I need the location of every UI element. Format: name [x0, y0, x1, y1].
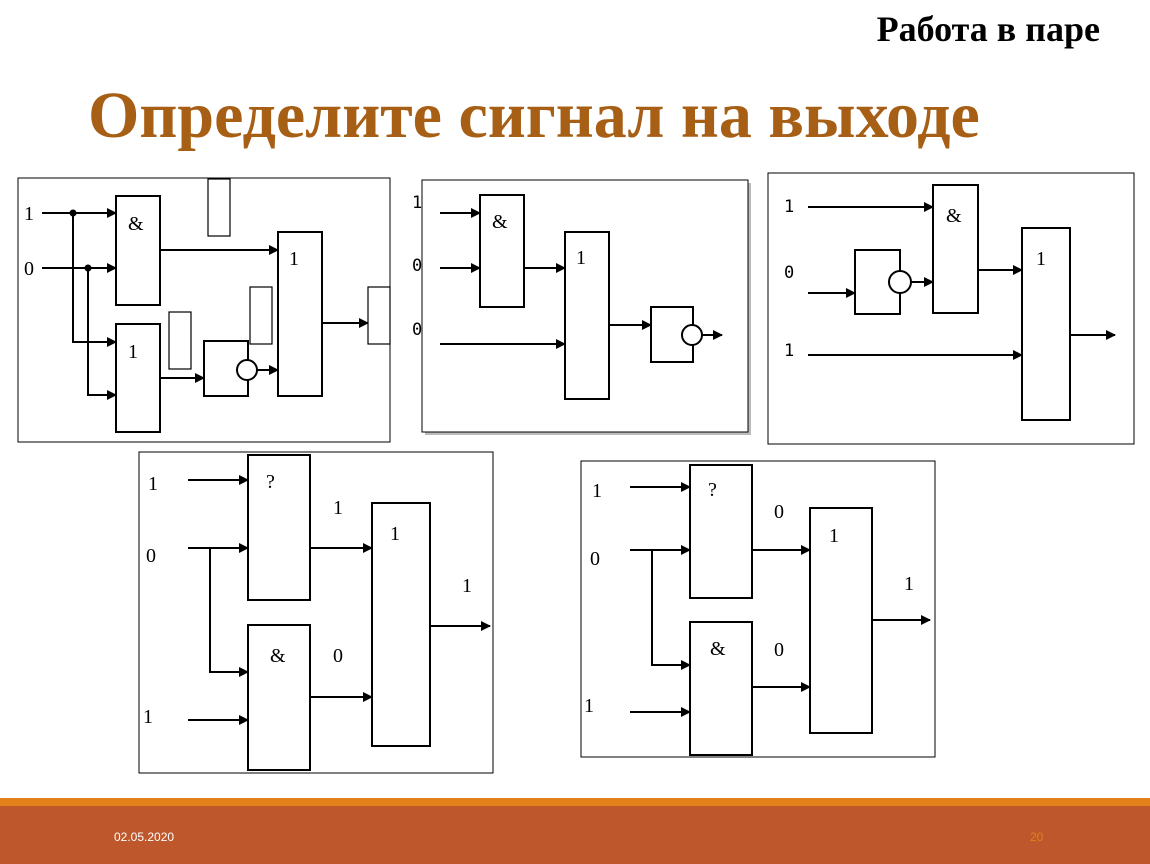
or-gate	[564, 231, 610, 400]
diagram-1: 1 0 & 1 1	[17, 177, 391, 443]
signal-label: 1	[462, 575, 472, 597]
signal-label: 1	[333, 497, 343, 519]
answer-box[interactable]	[207, 178, 231, 237]
signal-label: 1	[904, 573, 914, 595]
answer-box[interactable]	[168, 311, 192, 370]
gate-label: &	[128, 213, 144, 235]
signal-label: 0	[774, 639, 784, 661]
signal-label: 0	[333, 645, 343, 667]
page-number: 20	[1030, 830, 1044, 844]
signal-label: 0	[774, 501, 784, 523]
input-label: 1	[143, 706, 153, 728]
footer: 02.05.2020 20	[0, 806, 1150, 864]
gate-label: &	[270, 645, 286, 667]
input-label: 0	[412, 256, 422, 276]
or-gate	[809, 507, 873, 734]
gate-label: 1	[289, 248, 299, 270]
input-label: 0	[146, 545, 156, 567]
diagram-3: 1 0 1 & 1	[767, 172, 1135, 445]
and-gate	[479, 194, 525, 308]
input-label: 0	[784, 263, 794, 283]
input-label: 1	[24, 203, 34, 225]
gate-label: 1	[1036, 248, 1046, 270]
or-gate	[371, 502, 431, 747]
or-gate	[1021, 227, 1071, 421]
and-gate	[689, 621, 753, 756]
diagram-2: 1 0 0 & 1	[412, 179, 751, 435]
gate-label: 1	[829, 525, 839, 547]
gate-label: 1	[576, 247, 586, 269]
input-label: 0	[412, 320, 422, 340]
input-label: 1	[784, 341, 794, 361]
gate-label: 1	[128, 341, 138, 363]
input-label: 0	[590, 548, 600, 570]
answer-box[interactable]	[367, 286, 391, 345]
or-gate	[115, 323, 161, 433]
input-label: 1	[148, 473, 158, 495]
gate-label: ?	[266, 471, 275, 493]
input-label: 1	[592, 480, 602, 502]
slide-title: Определите сигнал на выходе	[88, 79, 980, 152]
input-label: 1	[412, 193, 422, 213]
input-label: 1	[784, 197, 794, 217]
and-gate	[932, 184, 979, 314]
and-gate	[247, 624, 311, 771]
unknown-gate	[689, 464, 753, 599]
gate-label: ?	[708, 479, 717, 501]
input-label: 0	[24, 258, 34, 280]
diagram-4: 1 0 1 ? & 1 0 1 1	[138, 451, 494, 774]
slide-subtitle: Работа в паре	[876, 9, 1100, 49]
diagram-5: 1 0 1 ? & 0 0 1 1	[580, 460, 936, 758]
slide-date: 02.05.2020	[114, 830, 175, 844]
gate-label: &	[492, 211, 508, 233]
gate-label: &	[710, 638, 726, 660]
gate-label: &	[946, 205, 962, 227]
footer-stripe	[0, 798, 1150, 806]
input-label: 1	[584, 695, 594, 717]
gate-label: 1	[390, 523, 400, 545]
and-gate	[115, 195, 161, 306]
answer-box[interactable]	[249, 286, 273, 345]
unknown-gate	[247, 454, 311, 601]
or-gate-output	[277, 231, 323, 397]
